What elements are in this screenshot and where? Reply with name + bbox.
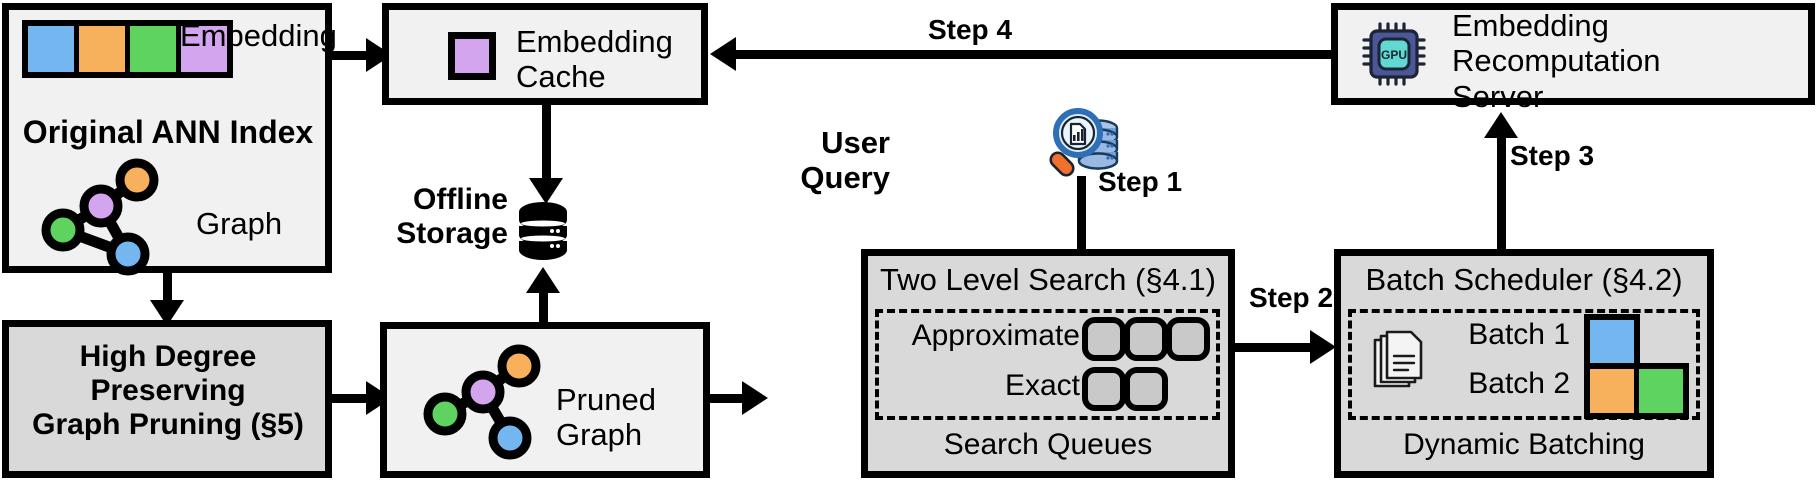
embedding-cell-blue <box>28 26 79 72</box>
exact-row-label: Exact <box>1004 369 1080 402</box>
approximate-queue-slots[interactable] <box>1082 317 1210 361</box>
offline-storage-title: Offline Storage <box>396 183 508 251</box>
search-queues-caption: Search Queues <box>943 428 1153 461</box>
connector-step4 <box>718 50 1331 59</box>
embedding-cell-purple <box>181 26 227 72</box>
batch-1-chips <box>1584 314 1640 370</box>
embedding-label: Embedding <box>180 18 337 53</box>
user-query-label: User Query <box>800 125 890 196</box>
batch-1-label: Batch 1 <box>1468 318 1570 351</box>
arrowhead-step2 <box>1310 330 1336 364</box>
two-level-search-box[interactable] <box>861 249 1235 478</box>
embedding-cache-box[interactable] <box>382 3 708 105</box>
queue-slot[interactable] <box>1166 317 1210 361</box>
embedding-recomputation-server-title: Embedding Recomputation Server <box>1452 8 1661 114</box>
search-queues-group <box>875 309 1220 420</box>
dynamic-batching-caption: Dynamic Batching <box>1403 428 1645 461</box>
graph-label: Graph <box>196 206 283 241</box>
connector-step1 <box>1077 176 1086 294</box>
svg-text:GPU: GPU <box>1381 48 1407 62</box>
pruned-graph-icon <box>423 344 541 460</box>
batch-chip-orange <box>1590 369 1639 413</box>
batch-chip-green <box>1639 369 1683 413</box>
embedding-cache-title: Embedding Cache <box>516 24 673 95</box>
arrowhead-cache-to-storage <box>529 178 563 204</box>
exact-queue-slots[interactable] <box>1082 367 1168 411</box>
database-cylinder-icon <box>519 202 567 260</box>
batch-2-label: Batch 2 <box>1468 367 1570 400</box>
embedding-cell-orange <box>79 26 130 72</box>
step3-label: Step 3 <box>1510 140 1595 171</box>
arrowhead-pruned-to-search <box>742 381 768 415</box>
connector-index-to-cache <box>332 51 370 60</box>
step4-label: Step 4 <box>927 14 1013 45</box>
approximate-row-label: Approximate <box>911 319 1080 352</box>
queue-slot[interactable] <box>1124 317 1168 361</box>
gpu-chip-icon: GPU <box>1362 22 1426 86</box>
embedding-cell-green <box>130 26 181 72</box>
magnifier-database-icon <box>1049 108 1119 177</box>
graph-pruning-title: High Degree Preserving Graph Pruning (§5… <box>32 340 304 442</box>
arrowhead-pruned-to-storage <box>526 267 560 293</box>
batch-chip-blue <box>1590 320 1634 364</box>
original-ann-index-title: Original ANN Index <box>22 114 314 150</box>
connector-pruned-to-search <box>710 394 748 403</box>
step2-label: Step 2 <box>1248 282 1334 313</box>
step1-label: Step 1 <box>1098 166 1183 197</box>
connector-step2 <box>1235 343 1320 352</box>
arrowhead-step4 <box>710 37 736 71</box>
queue-slot[interactable] <box>1082 367 1126 411</box>
connector-index-to-pruning <box>163 272 172 310</box>
embedding-cache-icon <box>448 32 496 80</box>
arrowhead-step3 <box>1484 112 1518 138</box>
connector-step3 <box>1497 130 1506 250</box>
original-graph-icon <box>41 158 159 276</box>
batch-2-chips <box>1584 363 1689 419</box>
documents-icon <box>1373 330 1423 388</box>
connector-pruning-to-pruned <box>332 394 370 403</box>
queue-slot[interactable] <box>1124 367 1168 411</box>
queue-slot[interactable] <box>1082 317 1126 361</box>
embedding-strip <box>22 20 233 78</box>
batch-scheduler-title: Batch Scheduler (§4.2) <box>1365 262 1683 297</box>
connector-cache-to-storage <box>542 104 551 186</box>
two-level-search-title: Two Level Search (§4.1) <box>879 262 1216 297</box>
connector-pruned-to-storage <box>539 285 548 325</box>
pruned-graph-title: Pruned Graph <box>556 382 656 453</box>
embedding-recomputation-server-box[interactable] <box>1331 3 1815 105</box>
graph-pruning-box[interactable] <box>2 320 332 478</box>
dynamic-batching-group <box>1348 309 1700 420</box>
